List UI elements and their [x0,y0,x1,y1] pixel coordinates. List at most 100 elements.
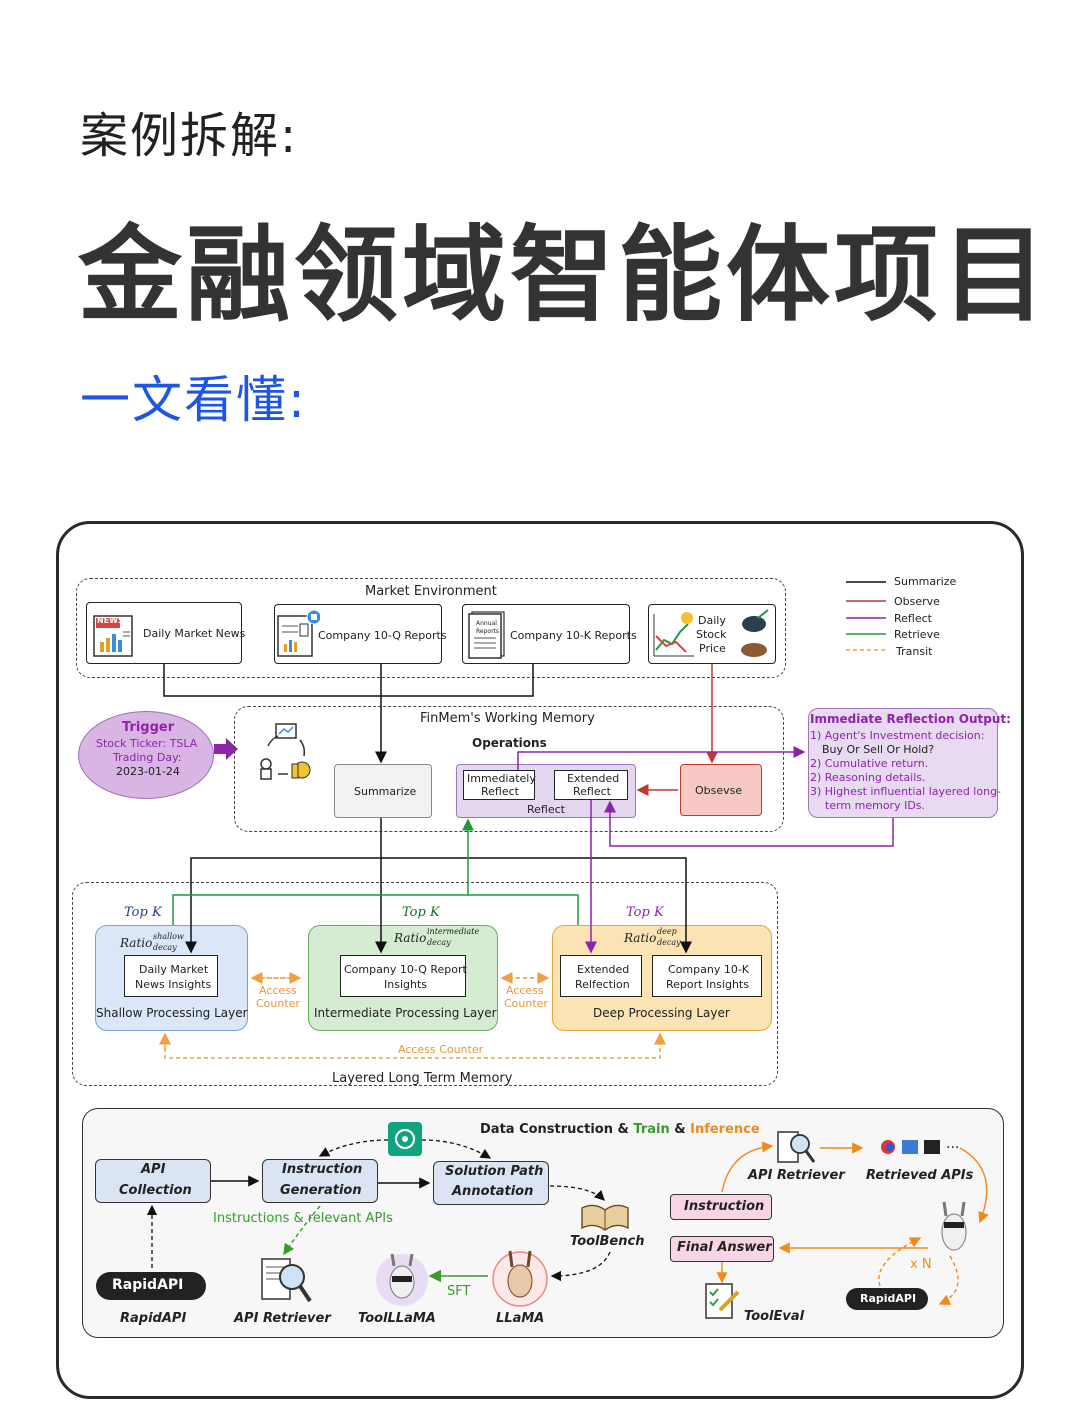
reflection-output-box [808,708,998,818]
summarize-label: Summarize [354,785,417,798]
rapidapi-logo-small [846,1288,928,1310]
api-collection-line-2: Collection [119,1183,192,1198]
trigger-day-label: Trading Day: [113,751,182,764]
intermediate-insights-box [340,955,466,997]
immediately-reflect-box [463,770,535,800]
topk-deep: Top K [626,905,664,920]
ratio-intermediate-sup: intermediate [427,927,480,936]
company-10k-insights-line-1: Company 10-K [668,963,750,976]
instruction-generation-box [262,1159,378,1203]
retrieved-apis-ellipsis: ... [946,1136,960,1152]
operations-label: Operations [472,736,547,750]
extended-reflection-box [560,955,642,997]
api-retriever-right-icon [776,1128,816,1172]
xn-label: x N [910,1257,932,1272]
long-term-memory-title: Layered Long Term Memory [332,1071,513,1086]
company-10q-label: Company 10-Q Reports [318,629,447,642]
legend-reflect: Reflect [894,612,932,625]
legend-summarize: Summarize [894,575,957,588]
working-memory-title: FinMem's Working Memory [420,711,595,726]
shallow-insights-box [124,955,218,997]
toolbench-label: ToolBench [570,1234,645,1249]
immediately-reflect-line-2: Reflect [481,785,519,798]
access-counter-bottom: Access Counter [398,1043,484,1056]
reflection-output-line-5: 3) Highest influential layered long- [810,785,1002,798]
reflection-output-title: Immediate Reflection Output: [810,712,1011,726]
solution-path-line-1: Solution Path [445,1164,544,1179]
newspaper-icon [92,612,134,662]
annual-icon-label-1: Annual [476,620,497,627]
reflection-output-line-2: Buy Or Sell Or Hold? [822,743,935,756]
instruction-generation-line-1: Instruction [282,1162,363,1177]
ratio-deep-sub: decay [657,938,681,947]
sft-label: SFT [447,1284,471,1299]
rapidapi-logo [96,1272,206,1300]
instruction-generation-line-2: Generation [280,1183,362,1198]
extended-reflection-line-2: Relfection [575,978,630,991]
title-amp: & [669,1122,691,1137]
stock-price-line-3: Price [699,642,726,655]
access-counter-2-line-1: Access [506,984,544,997]
ratio-shallow: Ratio [120,936,153,950]
llama-icon [490,1245,550,1311]
api-collection-box [95,1159,211,1203]
stock-chart-icon [650,610,696,664]
access-counter-1-line-1: Access [259,984,297,997]
tagline-heading: 一文看懂: [80,371,307,429]
ratio-intermediate-sub: decay [427,938,451,947]
shallow-layer-label: Shallow Processing Layer [96,1006,248,1020]
rapidapi-logo-small-text: RapidAPI [860,1292,917,1305]
shallow-insights-line-2: News Insights [135,978,212,991]
instructions-relevant-label: Instructions & relevant APIs [213,1211,393,1226]
company-10k-label: Company 10-K Reports [510,629,637,642]
trigger-arrow-icon [214,738,238,764]
api-retriever-right-label: API Retriever [748,1168,845,1183]
api-retriever-label: API Retriever [234,1311,331,1326]
bull-bear-icon [738,606,774,666]
summarize-box [334,764,432,818]
title-inference: Inference [690,1122,760,1137]
final-answer-label: Final Answer [677,1240,772,1255]
intermediate-layer-label: Intermediate Processing Layer [314,1006,497,1020]
access-counter-1-line-2: Counter [256,997,300,1010]
instruction-box [670,1194,772,1220]
daily-market-news-label: Daily Market News [143,627,246,640]
tooleval-icon [704,1282,742,1326]
market-environment-title: Market Environment [365,584,497,599]
ratio-deep-sup: deep [657,927,677,936]
solution-path-box [433,1161,549,1205]
final-answer-box [670,1236,774,1262]
report-10q-icon [276,608,322,664]
reflection-output-line-3: 2) Cumulative return. [810,757,929,770]
llama-label: LLaMA [496,1311,545,1326]
annual-icon-label-2: Reports [476,628,500,635]
topk-intermediate: Top K [402,905,440,920]
subtitle-heading: 案例拆解: [80,108,299,164]
retrieved-apis-label: Retrieved APIs [866,1168,974,1183]
extended-reflect-box [554,770,628,800]
toolllama-label: ToolLLaMA [358,1311,436,1326]
trigger-ticker: Stock Ticker: TSLA [96,737,198,750]
trigger-title: Trigger [122,720,175,735]
title-train: Train [633,1122,670,1137]
observe-label: Obsevse [695,784,743,797]
reflection-output-line-4: 2) Reasoning details. [810,771,926,784]
extended-reflect-line-2: Reflect [573,785,611,798]
reflect-label: Reflect [527,803,565,816]
shallow-insights-line-1: Daily Market [139,963,209,976]
immediately-reflect-line-1: Immediately [467,772,536,785]
ratio-shallow-sub: decay [153,943,177,952]
instruction-label: Instruction [684,1199,765,1214]
annual-report-icon [466,608,508,664]
ratio-deep: Ratio [624,931,657,945]
company-10k-insights-box [652,955,762,997]
rapidapi-label: RapidAPI [120,1311,187,1326]
extended-reflection-line-1: Extended [577,963,630,976]
api-collection-line-1: API [141,1162,166,1177]
ratio-intermediate: Ratio [394,931,427,945]
trigger-date: 2023-01-24 [116,765,180,778]
tooleval-label: ToolEval [744,1309,805,1324]
access-counter-2-line-2: Counter [504,997,548,1010]
toolbench-book-icon [578,1198,632,1238]
api-retriever-icon [258,1255,314,1315]
